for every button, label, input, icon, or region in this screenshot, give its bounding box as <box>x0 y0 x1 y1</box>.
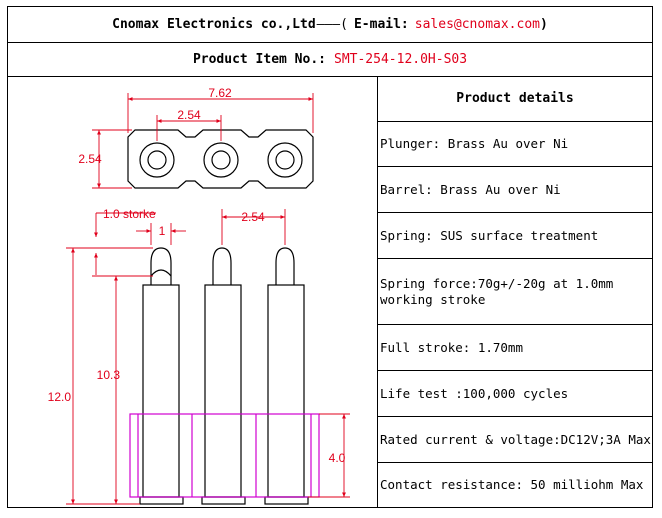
dim-pitch-side: 2.54 <box>241 210 265 224</box>
header-close: ) <box>540 17 548 32</box>
dim-stroke: 1.0 storke <box>103 207 156 221</box>
product-item-label: Product Item No.: <box>192 52 326 67</box>
technical-drawing: 7.62 2.54 2.54 <box>8 77 378 507</box>
dim-pin-height: 10.3 <box>97 368 121 382</box>
hole-3-inner <box>275 150 295 170</box>
dim-tip: 1 <box>159 224 166 238</box>
hole-2-outer <box>203 142 239 178</box>
top-view <box>127 129 314 189</box>
dim-total-height: 12.0 <box>48 390 72 404</box>
side-view <box>139 247 309 505</box>
hole-1-outer <box>139 142 175 178</box>
detail-contact-resistance: Contact resistance: 50 milliohm Max <box>380 477 644 492</box>
email-label: E-mail: <box>353 17 409 32</box>
hole-3-outer <box>267 142 303 178</box>
hole-2-inner <box>211 150 231 170</box>
detail-plunger: Plunger: Brass Au over Ni <box>378 122 652 167</box>
hole-1-inner <box>147 150 167 170</box>
dim-height: 2.54 <box>78 152 102 166</box>
detail-life-test: Life test :100,000 cycles <box>378 371 652 417</box>
housing <box>129 413 320 498</box>
detail-rated-current: Rated current & voltage:DC12V;3A Max <box>378 417 652 463</box>
detail-barrel: Barrel: Brass Au over Ni <box>378 167 652 213</box>
product-item-value: SMT-254-12.0H-S03 <box>334 52 468 67</box>
header-row: Cnomax Electronics co.,Ltd ———( E-mail: … <box>8 7 652 43</box>
company-name: Cnomax Electronics co.,Ltd <box>112 17 316 32</box>
dim-base-height: 4.0 <box>329 451 346 465</box>
detail-full-stroke: Full stroke: 1.70mm <box>378 325 652 371</box>
header-dash: ———( <box>316 17 348 32</box>
spec-sheet: Cnomax Electronics co.,Ltd ———( E-mail: … <box>7 6 653 508</box>
dim-pitch-top: 2.54 <box>177 108 201 122</box>
details-title: Product details <box>378 77 652 122</box>
detail-spring: Spring: SUS surface treatment <box>378 213 652 259</box>
dim-width: 7.62 <box>208 86 232 100</box>
email-link[interactable]: sales@cnomax.com <box>414 17 540 32</box>
product-details-table: Product details Plunger: Brass Au over N… <box>378 77 652 507</box>
product-item-row: Product Item No.: SMT-254-12.0H-S03 <box>8 43 652 77</box>
drawing-svg: 7.62 2.54 2.54 <box>48 86 350 505</box>
detail-spring-force: Spring force:70g+/-20g at 1.0mm working … <box>378 259 652 325</box>
